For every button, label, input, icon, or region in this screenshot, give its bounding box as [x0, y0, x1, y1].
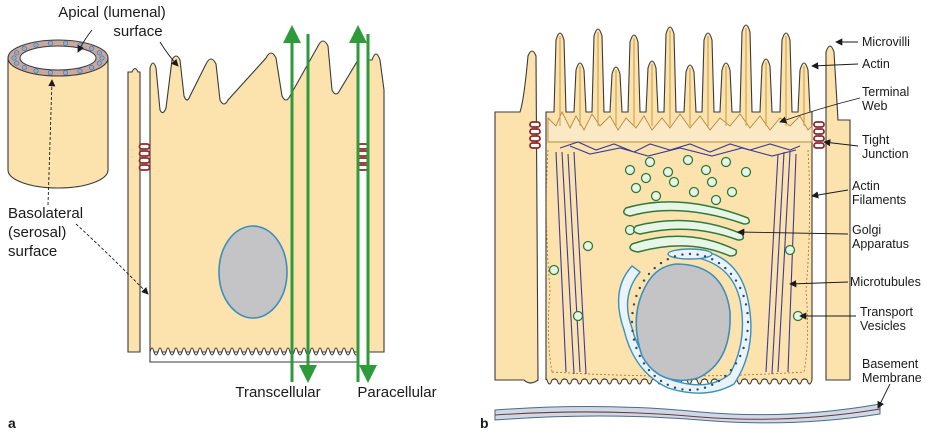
label-tight-junction-1: Tight [862, 133, 890, 147]
golgi-apparatus [623, 201, 751, 257]
panel-a: Apical (lumenal) surface Basolateral (se… [7, 4, 437, 431]
label-microvilli: Microvilli [862, 35, 910, 49]
label-golgi-1: Golgi [852, 223, 881, 237]
microtubules [555, 151, 797, 375]
nucleus-b [635, 263, 731, 382]
basolateral-label-line2: (serosal) [8, 224, 66, 241]
label-golgi-2: Apparatus [852, 237, 909, 251]
label-basement-membrane-2: Membrane [862, 371, 922, 385]
label-terminal-web-1: Terminal [862, 85, 909, 99]
label-actin-filaments-1: Actin [852, 179, 880, 193]
paracellular-label: Paracellular [357, 384, 436, 401]
label-transport-vesicles-2: Vesicles [860, 319, 906, 333]
tight-junction-b-right [813, 121, 825, 149]
panel-b: Microvilli Actin Terminal Web Tight Junc… [480, 24, 922, 431]
basolateral-label-line3: surface [8, 243, 57, 260]
label-transport-vesicles-1: Transport [860, 305, 914, 319]
tight-junction-b-left [529, 121, 541, 149]
apical-label-line2: surface [113, 23, 162, 40]
panel-b-letter: b [480, 415, 489, 431]
nucleus-a [218, 225, 288, 319]
paracellular-arrow [349, 25, 377, 383]
basolateral-label-line1: Basolateral [8, 205, 83, 222]
epithelial-cell-a [149, 40, 359, 353]
tight-junction-a-left [138, 143, 151, 171]
transcellular-arrow [283, 25, 317, 383]
apical-label-line1: Apical (lumenal) [58, 4, 166, 21]
epithelial-tube [7, 39, 109, 189]
panel-a-letter: a [8, 415, 16, 431]
basement-membrane [494, 403, 881, 424]
transport-vesicles [548, 154, 804, 322]
label-terminal-web-2: Web [862, 99, 888, 113]
label-microtubules: Microtubules [850, 275, 921, 289]
label-basement-membrane-1: Basement [862, 357, 919, 371]
label-actin-filaments-2: Filaments [852, 193, 906, 207]
endoplasmic-reticulum [617, 249, 752, 394]
terminal-web [547, 110, 813, 143]
label-actin: Actin [862, 57, 890, 71]
label-tight-junction-2: Junction [862, 147, 909, 161]
actin-filaments [545, 149, 811, 377]
transcellular-label: Transcellular [235, 384, 320, 401]
